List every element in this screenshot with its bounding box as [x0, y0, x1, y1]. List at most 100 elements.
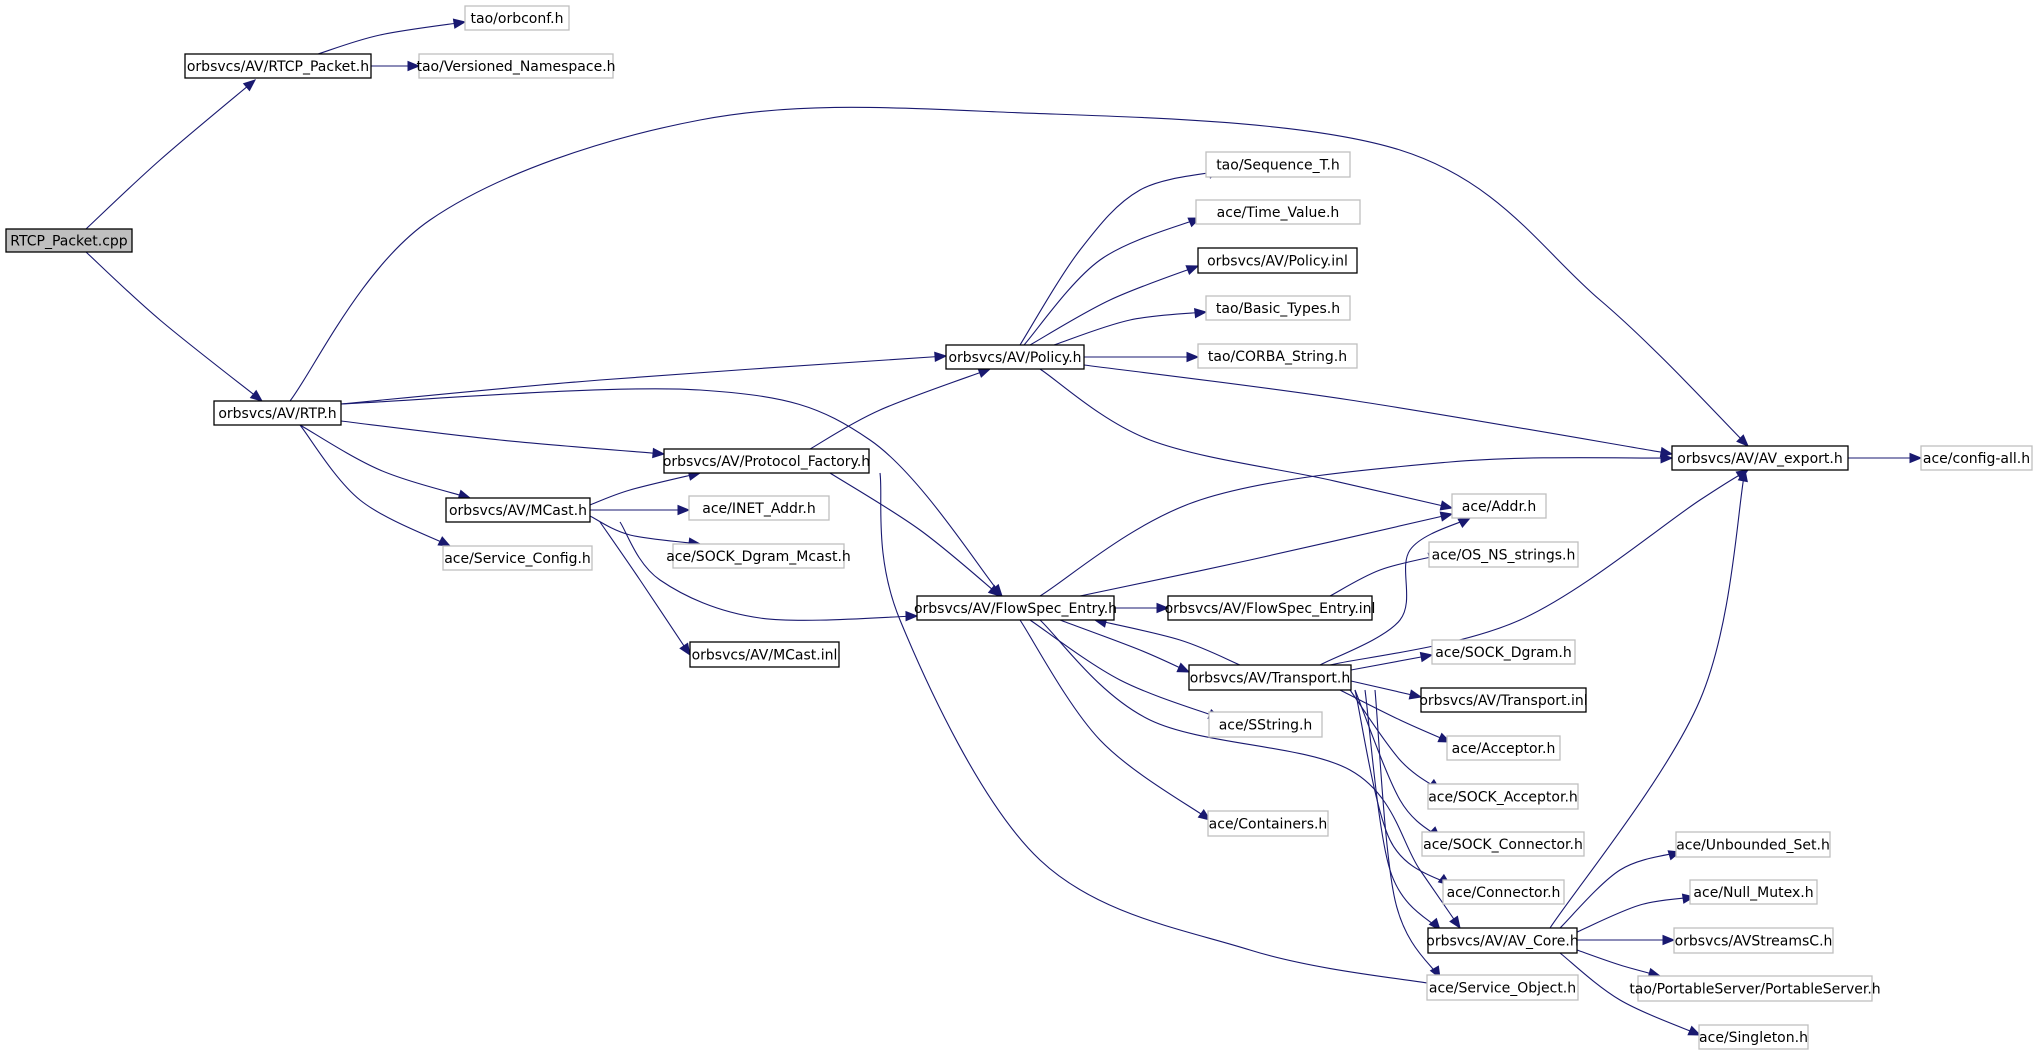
node-portableserver[interactable]: tao/PortableServer/PortableServer.h: [1629, 975, 1881, 1002]
node-transport-inl[interactable]: orbsvcs/AV/Transport.inl: [1419, 687, 1588, 713]
node-time-value[interactable]: ace/Time_Value.h: [1195, 199, 1361, 225]
node-addr[interactable]: ace/Addr.h: [1451, 493, 1547, 519]
node-rtcp-packet-h[interactable]: orbsvcs/AV/RTCP_Packet.h: [184, 53, 372, 79]
arrowhead-icon: [1660, 452, 1674, 464]
node-versioned-ns[interactable]: tao/Versioned_Namespace.h: [416, 53, 616, 79]
edge-line: [1079, 513, 1453, 597]
node-flowspec-entry[interactable]: orbsvcs/AV/FlowSpec_Entry.h: [914, 595, 1117, 621]
edge-line: [1039, 368, 1453, 509]
node-os-ns-strings[interactable]: ace/OS_NS_strings.h: [1428, 541, 1579, 568]
edge-line: [1559, 952, 1701, 1036]
node-unbounded-set[interactable]: ace/Unbounded_Set.h: [1675, 831, 1831, 858]
node-transport[interactable]: orbsvcs/AV/Transport.h: [1188, 664, 1352, 691]
node-flowspec-entry-inl[interactable]: orbsvcs/AV/FlowSpec_Entry.inl: [1165, 595, 1376, 621]
node-avstreamsc[interactable]: orbsvcs/AVStreamsC.h: [1673, 927, 1834, 954]
node-box: [1188, 664, 1352, 691]
edge-flowspec_entry-to-av_export: [1039, 452, 1674, 597]
node-box: [1451, 493, 1547, 519]
edge-line: [340, 420, 665, 455]
node-service-config[interactable]: ace/Service_Config.h: [442, 545, 593, 571]
node-inet-addr[interactable]: ace/INET_Addr.h: [688, 495, 830, 521]
edge-line: [589, 472, 701, 506]
node-label: ace/Singleton.h: [1699, 1030, 1808, 1046]
edge-line: [1053, 311, 1207, 346]
edge-root-to-rtcp_packet_h: [85, 79, 257, 230]
node-box: [1207, 810, 1329, 837]
node-sequence-t[interactable]: tao/Sequence_T.h: [1205, 151, 1351, 178]
node-box: [916, 595, 1115, 621]
edge-line: [85, 79, 256, 230]
node-config-all[interactable]: ace/config-all.h: [1920, 445, 2033, 471]
node-connector[interactable]: ace/Connector.h: [1442, 879, 1565, 905]
arrowhead-icon: [987, 584, 1002, 597]
node-orbconf[interactable]: tao/orbconf.h: [464, 5, 570, 31]
edge-flowspec_entry-to-transport: [1059, 619, 1191, 673]
edge-line: [589, 515, 701, 545]
edge-mcast-to-flowspec_entry: [619, 521, 919, 622]
edge-av_core-to-singleton: [1559, 952, 1702, 1036]
edge-flowspec_entry-to-addr: [1079, 511, 1454, 597]
node-sock-dgram[interactable]: ace/SOCK_Dgram.h: [1431, 639, 1576, 665]
edge-line: [1329, 469, 1749, 666]
edge-protocol_factory-to-policy: [809, 368, 992, 450]
nodes-layer: RTCP_Packet.cpporbsvcs/AV/RTCP_Packet.ht…: [5, 5, 2033, 1050]
edge-policy-to-policy_inl: [1029, 265, 1200, 346]
node-label: orbsvcs/AVStreamsC.h: [1675, 934, 1833, 950]
node-singleton[interactable]: ace/Singleton.h: [1698, 1024, 1809, 1050]
node-mcast-inl[interactable]: orbsvcs/AV/MCast.inl: [689, 641, 840, 668]
node-label: ace/Service_Object.h: [1429, 981, 1576, 997]
arrowhead-icon: [407, 60, 421, 72]
node-protocol-factory[interactable]: orbsvcs/AV/Protocol_Factory.h: [663, 448, 870, 474]
edge-protocol_factory-to-flowspec_entry: [829, 472, 1002, 597]
edge-line: [1549, 469, 1746, 929]
edge-line: [1374, 689, 1441, 979]
node-policy[interactable]: orbsvcs/AV/Policy.h: [945, 344, 1085, 370]
arrowhead-icon: [1439, 500, 1454, 511]
node-box: [418, 53, 614, 79]
node-sock-acceptor[interactable]: ace/SOCK_Acceptor.h: [1427, 783, 1579, 810]
arrowhead-icon: [652, 447, 666, 459]
node-av-export[interactable]: orbsvcs/AV/AV_export.h: [1671, 445, 1849, 471]
arrowhead-icon: [1736, 434, 1749, 447]
edge-line: [1059, 619, 1190, 673]
node-box: [442, 545, 593, 571]
edge-flowspec_entry-to-flowspec_entry_inl: [1114, 602, 1170, 614]
edge-policy-to-corba_string: [1084, 351, 1200, 363]
node-service-object[interactable]: ace/Service_Object.h: [1426, 974, 1579, 1001]
node-acceptor[interactable]: ace/Acceptor.h: [1446, 735, 1561, 761]
node-box: [1427, 927, 1578, 954]
node-corba-string[interactable]: tao/CORBA_String.h: [1197, 343, 1358, 369]
node-box: [689, 641, 840, 668]
arrowhead-icon: [242, 79, 257, 92]
node-box: [1689, 879, 1818, 905]
node-containers[interactable]: ace/Containers.h: [1207, 810, 1329, 837]
edge-line: [599, 521, 691, 656]
node-sstring[interactable]: ace/SString.h: [1208, 711, 1323, 738]
edge-line: [1083, 364, 1673, 455]
edge-line: [1019, 170, 1221, 346]
node-box: [1428, 541, 1579, 568]
node-mcast[interactable]: orbsvcs/AV/MCast.h: [445, 497, 591, 523]
node-basic-types[interactable]: tao/Basic_Types.h: [1205, 295, 1351, 321]
edge-line: [1029, 265, 1199, 346]
node-label: orbsvcs/AV/RTCP_Packet.h: [187, 59, 369, 75]
edge-av_core-to-av_export: [1549, 468, 1748, 929]
arrowhead-icon: [679, 642, 691, 657]
node-null-mutex[interactable]: ace/Null_Mutex.h: [1689, 879, 1818, 905]
edge-line: [340, 355, 947, 405]
edge-flowspec_entry_inl-to-os_ns_strings: [1329, 552, 1442, 597]
edge-line: [299, 424, 451, 547]
edge-av_core-to-null_mutex: [1576, 893, 1696, 933]
arrowhead-icon: [1687, 1025, 1702, 1036]
node-av-core[interactable]: orbsvcs/AV/AV_Core.h: [1426, 927, 1579, 954]
node-policy-inl[interactable]: orbsvcs/AV/Policy.inl: [1197, 247, 1358, 274]
node-sock-connector[interactable]: ace/SOCK_Connector.h: [1421, 831, 1585, 857]
node-sock-dgram-mcast[interactable]: ace/SOCK_Dgram_Mcast.h: [666, 543, 851, 569]
edge-line: [1354, 689, 1441, 839]
node-label: orbsvcs/AV/Protocol_Factory.h: [663, 454, 870, 470]
edges-layer: [85, 18, 1923, 1036]
edge-line: [1350, 680, 1422, 698]
edge-policy-to-sequence_t: [1019, 168, 1222, 346]
node-rtp[interactable]: orbsvcs/AV/RTP.h: [213, 400, 342, 426]
arrowhead-icon: [452, 18, 467, 29]
